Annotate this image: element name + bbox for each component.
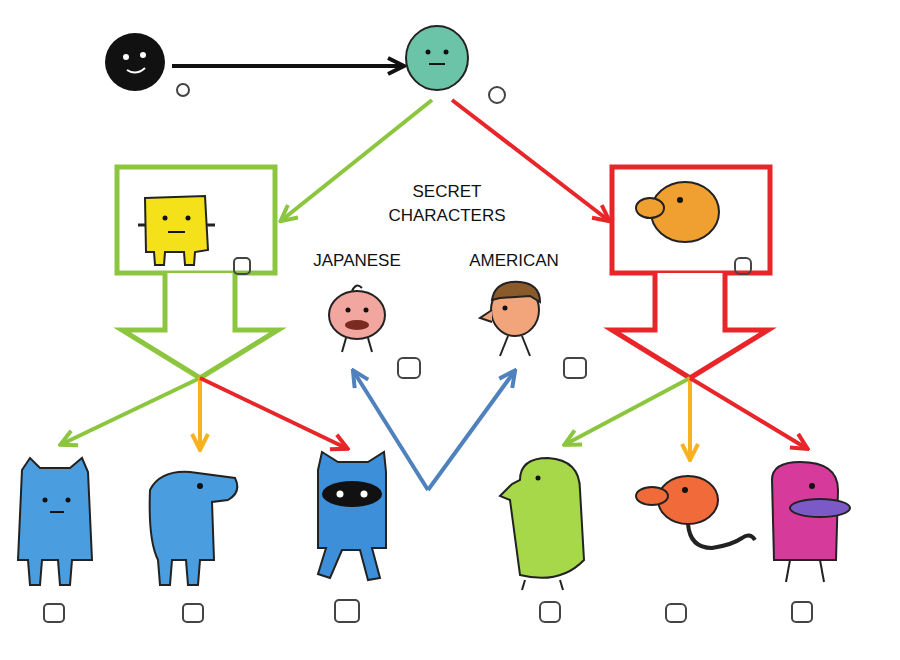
masked-cat [318,452,386,580]
blue-cat [18,458,92,585]
arrow [690,378,806,448]
american-character [480,282,540,356]
pixel-icon [44,604,64,622]
pixel-icon [398,358,420,378]
block-arrow [122,273,278,378]
arrow [566,378,690,444]
arrow [428,372,514,490]
block-arrow [612,273,768,378]
orange-snake [636,476,755,548]
pixel-icon [735,258,751,274]
yellow-character [138,196,215,265]
arrow [62,378,200,444]
baby-blob [105,33,165,91]
arrow [688,378,692,458]
arrow [452,100,608,220]
arrow [198,378,202,448]
pixel-icon [564,358,586,378]
pixel-icon [792,602,812,622]
orange-character [636,182,719,242]
group-label: AMERICAN [459,249,569,273]
pixel-icon [489,87,505,103]
japanese-character [329,286,385,352]
arrow [200,378,346,448]
frame [612,167,770,273]
pink-duck [772,462,850,582]
pixel-icon [666,604,686,622]
group-label: JAPANESE [302,249,412,273]
pixel-icon [183,604,203,622]
pixel-icon [335,600,359,622]
green-character [500,458,584,590]
pixel-icon [540,602,560,622]
teal-blob [406,26,468,90]
arrow [282,100,432,220]
blue-dino [150,472,238,585]
frame [117,167,275,273]
section-heading: SECRET CHARACTERS [382,180,512,228]
pixel-icon [234,258,250,274]
pixel-icon [177,84,189,96]
arrow [172,64,402,68]
